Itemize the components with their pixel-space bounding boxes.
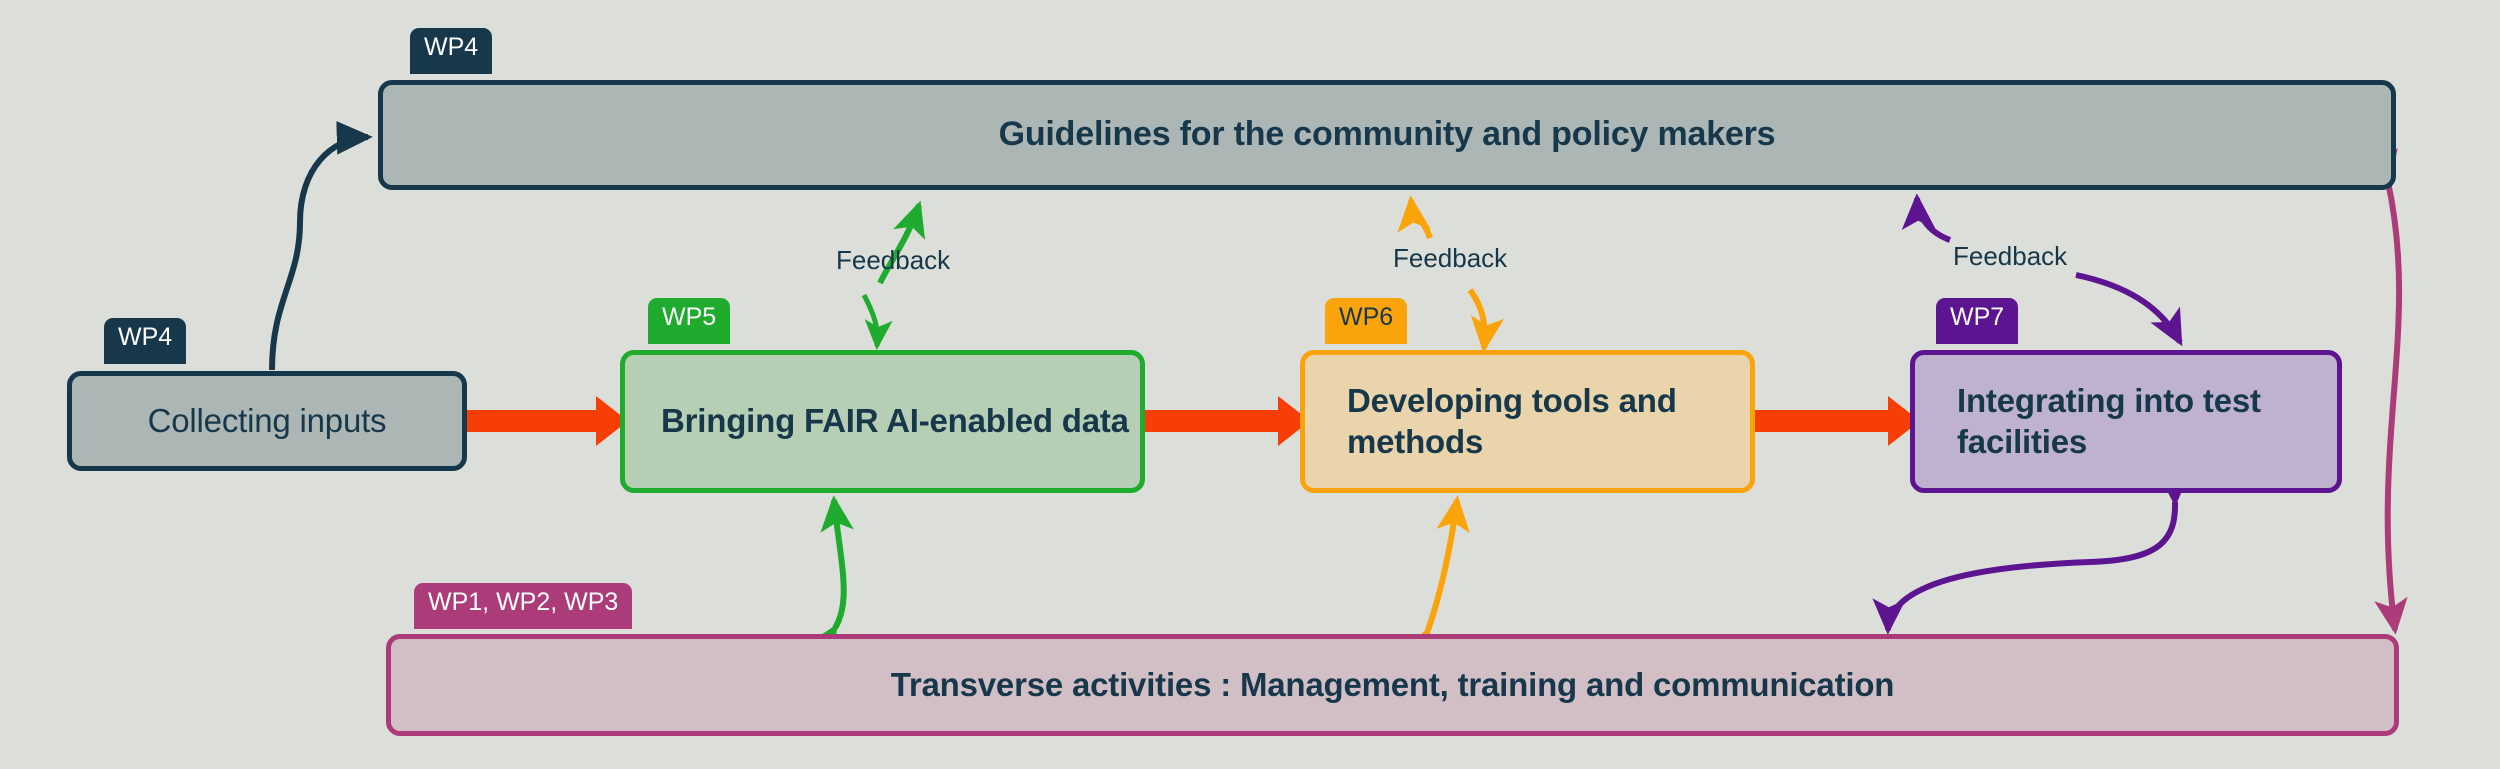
connector-feedback-purple-up <box>1901 193 1952 243</box>
main-flow-arrow-wp5-to-wp6 <box>1140 396 1310 446</box>
connector-wp7-transverse <box>1872 470 2191 635</box>
connector-feedback-green-down <box>861 293 893 350</box>
wp-tag-wp6: WP6 <box>1325 298 1408 344</box>
connector-wp5-transverse <box>804 495 854 664</box>
node-collecting-inputs[interactable]: Collecting inputs <box>67 371 467 471</box>
node-collecting-inputs-label: Collecting inputs <box>147 401 387 439</box>
main-flow-arrow-inputs-to-wp5 <box>467 396 628 446</box>
connector-inputs-to-guidelines <box>269 121 373 371</box>
connector-wp6-transverse <box>1401 495 1470 665</box>
connector-transverse-guidelines <box>2364 147 2408 635</box>
wp-tag-collecting-inputs: WP4 <box>104 318 187 364</box>
wp-tag-wp7: WP7 <box>1936 298 2019 344</box>
node-guidelines-label: Guidelines for the community and policy … <box>998 115 1776 154</box>
main-flow-arrow-wp6-to-wp7 <box>1750 396 1920 446</box>
node-wp7[interactable]: Integrating into test facilities <box>1910 350 2342 493</box>
wp-tag-guidelines: WP4 <box>410 28 493 74</box>
feedback-label-green: Feedback <box>836 245 951 275</box>
wp-tag-wp5: WP5 <box>648 298 731 344</box>
node-guidelines[interactable]: Guidelines for the community and policy … <box>378 80 2396 190</box>
connector-feedback-purple-down <box>2075 272 2183 347</box>
node-wp5[interactable]: Bringing FAIR AI-enabled data <box>620 350 1145 493</box>
feedback-label-orange: Feedback <box>1393 243 1508 273</box>
node-wp6[interactable]: Developing tools and methods <box>1300 350 1755 493</box>
connector-feedback-orange-down <box>1467 288 1505 353</box>
node-transverse-label: Transverse activities : Management, trai… <box>890 665 1895 703</box>
node-wp7-label: Integrating into test facilities <box>1957 382 2261 460</box>
node-wp5-label: Bringing FAIR AI-enabled data <box>661 402 1129 440</box>
wp-tag-transverse: WP1, WP2, WP3 <box>414 583 633 629</box>
node-transverse[interactable]: Transverse activities : Management, trai… <box>386 634 2399 736</box>
node-wp6-label: Developing tools and methods <box>1347 382 1677 460</box>
connector-feedback-orange-up <box>1397 195 1433 240</box>
feedback-label-purple: Feedback <box>1953 241 2068 271</box>
